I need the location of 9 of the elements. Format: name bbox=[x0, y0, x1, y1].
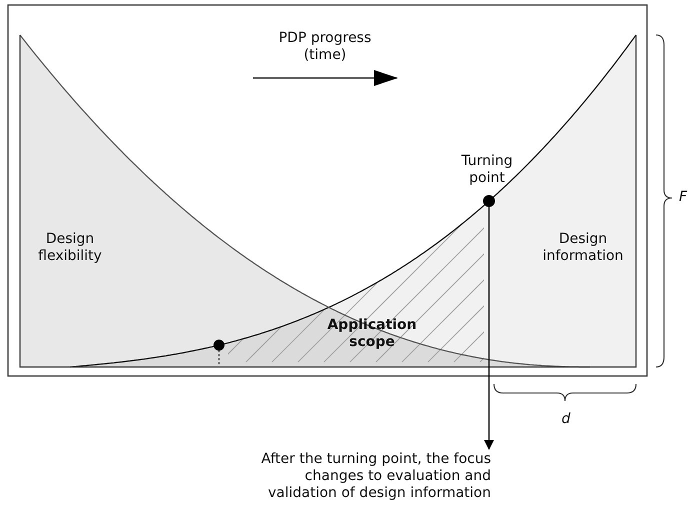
note-text: After the turning point, the focus changes to evaluation and validation of design information bbox=[259, 451, 491, 502]
region-label: Design information bbox=[542, 231, 624, 265]
point-label: Turning point bbox=[460, 153, 514, 187]
dimension-label: F bbox=[678, 189, 688, 206]
dimension-label: d bbox=[560, 411, 572, 428]
turning-point-dot bbox=[483, 195, 495, 207]
arrow bbox=[484, 207, 494, 450]
region-label: Design flexibility bbox=[37, 231, 103, 265]
axis-label: PDP progress (time) bbox=[278, 30, 372, 64]
